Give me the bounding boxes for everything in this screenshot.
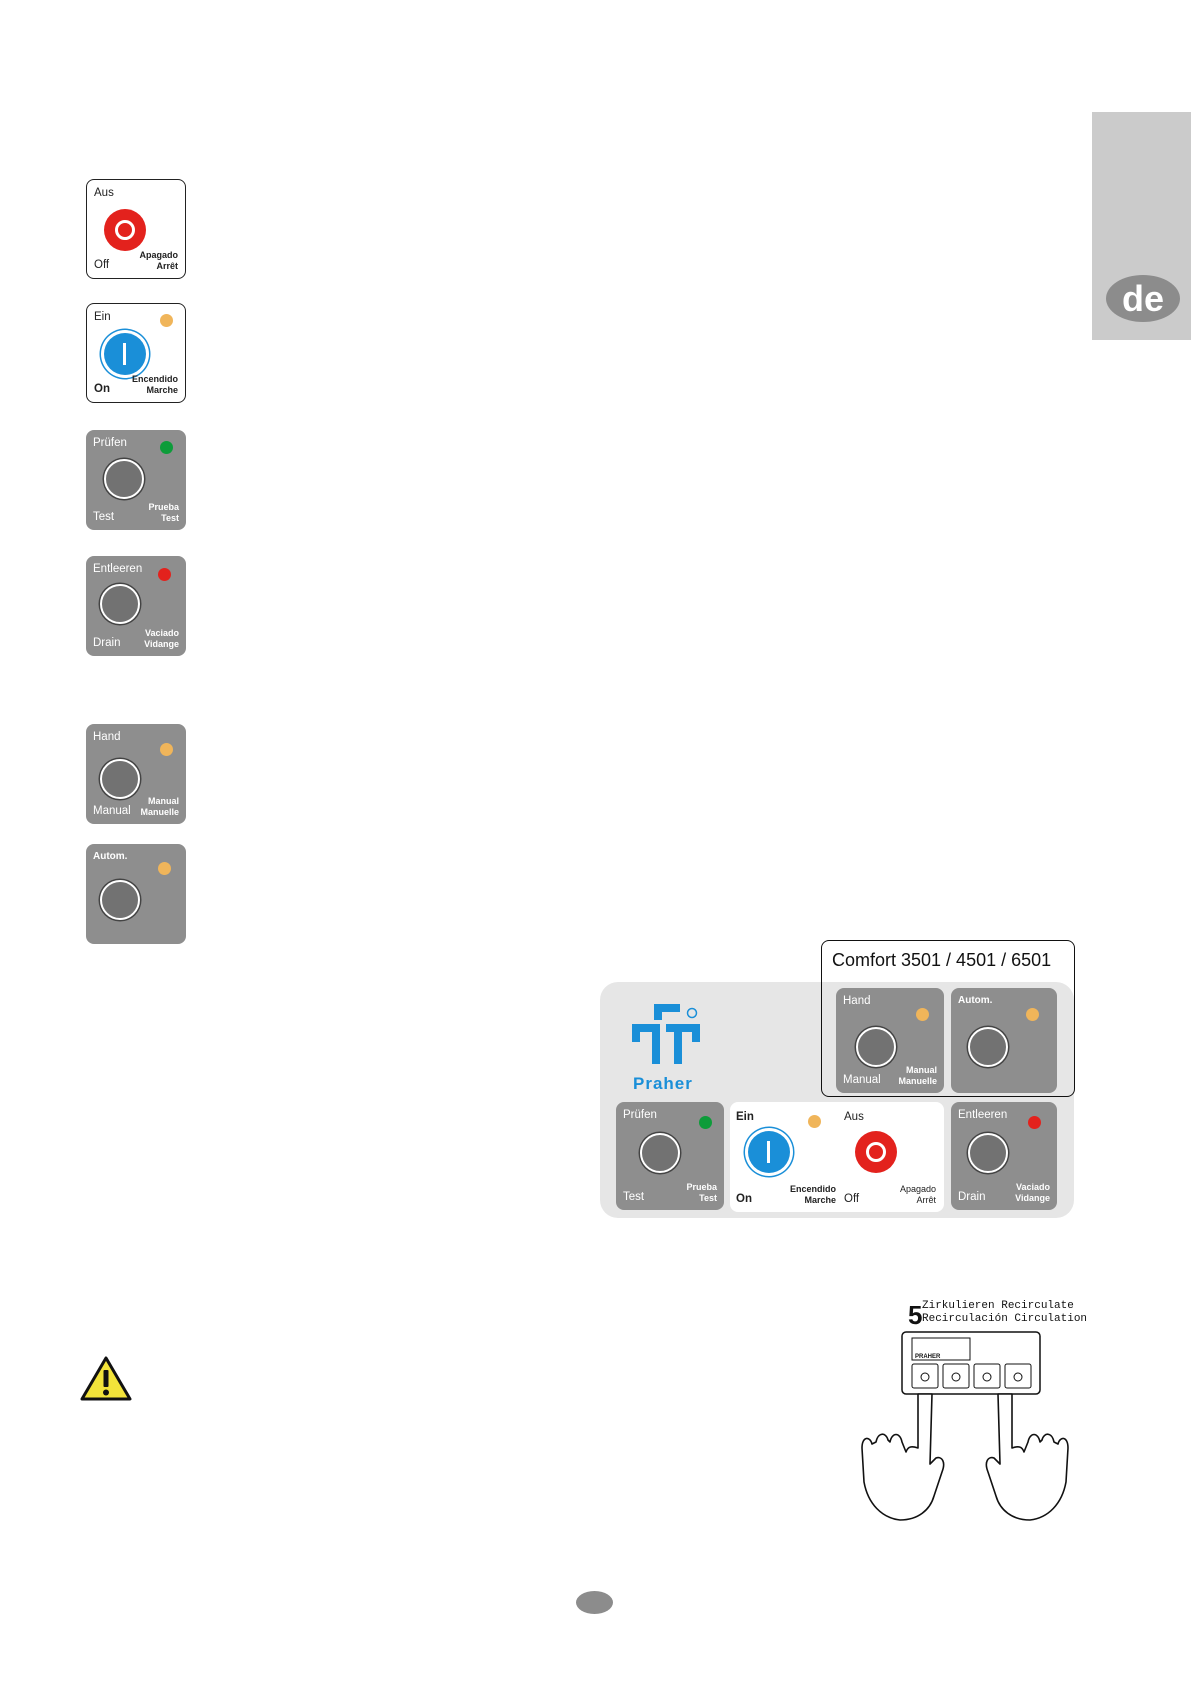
power-off-icon: [104, 209, 146, 251]
praher-logo: [626, 998, 712, 1088]
tile-top-label: Hand: [843, 995, 871, 1007]
on-top-label: Ein: [736, 1111, 754, 1123]
manual-knob: [100, 759, 140, 799]
status-led-amber: [1026, 1008, 1039, 1021]
auto-knob: [100, 880, 140, 920]
drain-knob: [100, 584, 140, 624]
page-number-badge: [576, 1591, 613, 1614]
tile-top-label: Autom.: [958, 995, 993, 1006]
language-tab[interactable]: de: [1092, 112, 1191, 340]
tile-top-label: Ein: [94, 311, 111, 323]
tile-bottom-label: On: [94, 382, 110, 395]
status-led-amber: [808, 1115, 821, 1128]
status-led-red: [1028, 1116, 1041, 1129]
status-led-green: [160, 441, 173, 454]
tile-bottom-label: Manual: [93, 804, 131, 817]
hands-illustration: 5 Zirkulieren Recirculate Recirculación …: [842, 1296, 1092, 1526]
power-on-icon: [748, 1131, 790, 1173]
auto-knob: [968, 1027, 1008, 1067]
status-led-amber: [158, 862, 171, 875]
drain-knob: [968, 1133, 1008, 1173]
figure-caption-2: Recirculación Circulation: [922, 1313, 1087, 1325]
test-knob: [104, 459, 144, 499]
figure-caption-1: Zirkulieren Recirculate: [922, 1300, 1074, 1312]
praher-brand-text: Praher: [633, 1074, 693, 1093]
on-bottom-label: On: [736, 1192, 752, 1205]
off-top-label: Aus: [844, 1111, 864, 1123]
tile-top-label: Entleeren: [958, 1109, 1008, 1121]
tile-top-label: Autom.: [93, 851, 128, 862]
status-led-green: [699, 1116, 712, 1129]
tile-bottom-label: Off: [94, 258, 110, 271]
off-bottom-label: Off: [844, 1192, 860, 1205]
tile-bottom-label: Manual: [843, 1073, 881, 1086]
test-knob: [640, 1133, 680, 1173]
status-led-amber: [160, 743, 173, 756]
tile-bottom-label: Test: [623, 1190, 645, 1203]
tile-top-label: Prüfen: [93, 437, 127, 449]
comfort-model-group: Comfort 3501 / 4501 / 6501: [821, 940, 1075, 1097]
tile-top-label: Hand: [93, 731, 121, 743]
tile-top-label: Aus: [94, 187, 114, 199]
power-on-icon: [104, 333, 146, 375]
tile-top-label: Entleeren: [93, 563, 143, 575]
language-badge: de: [1106, 275, 1180, 322]
status-led-amber: [916, 1008, 929, 1021]
step-number: 5: [908, 1300, 922, 1330]
status-led-red: [158, 568, 171, 581]
power-off-icon: [855, 1131, 897, 1173]
auto-button-tile: Autom.: [86, 844, 186, 944]
tile-top-label: Prüfen: [623, 1109, 657, 1121]
warning-icon: [80, 1356, 132, 1402]
tile-bottom-label: Drain: [93, 636, 121, 649]
panel-auto-tile: Autom.: [951, 988, 1057, 1093]
figure-brand: PRAHER: [915, 1354, 941, 1360]
comfort-model-title: Comfort 3501 / 4501 / 6501: [832, 950, 1052, 970]
tile-bottom-label: Test: [93, 510, 115, 523]
tile-bottom-label: Drain: [958, 1190, 986, 1203]
status-led-amber: [160, 314, 173, 327]
manual-knob: [856, 1027, 896, 1067]
